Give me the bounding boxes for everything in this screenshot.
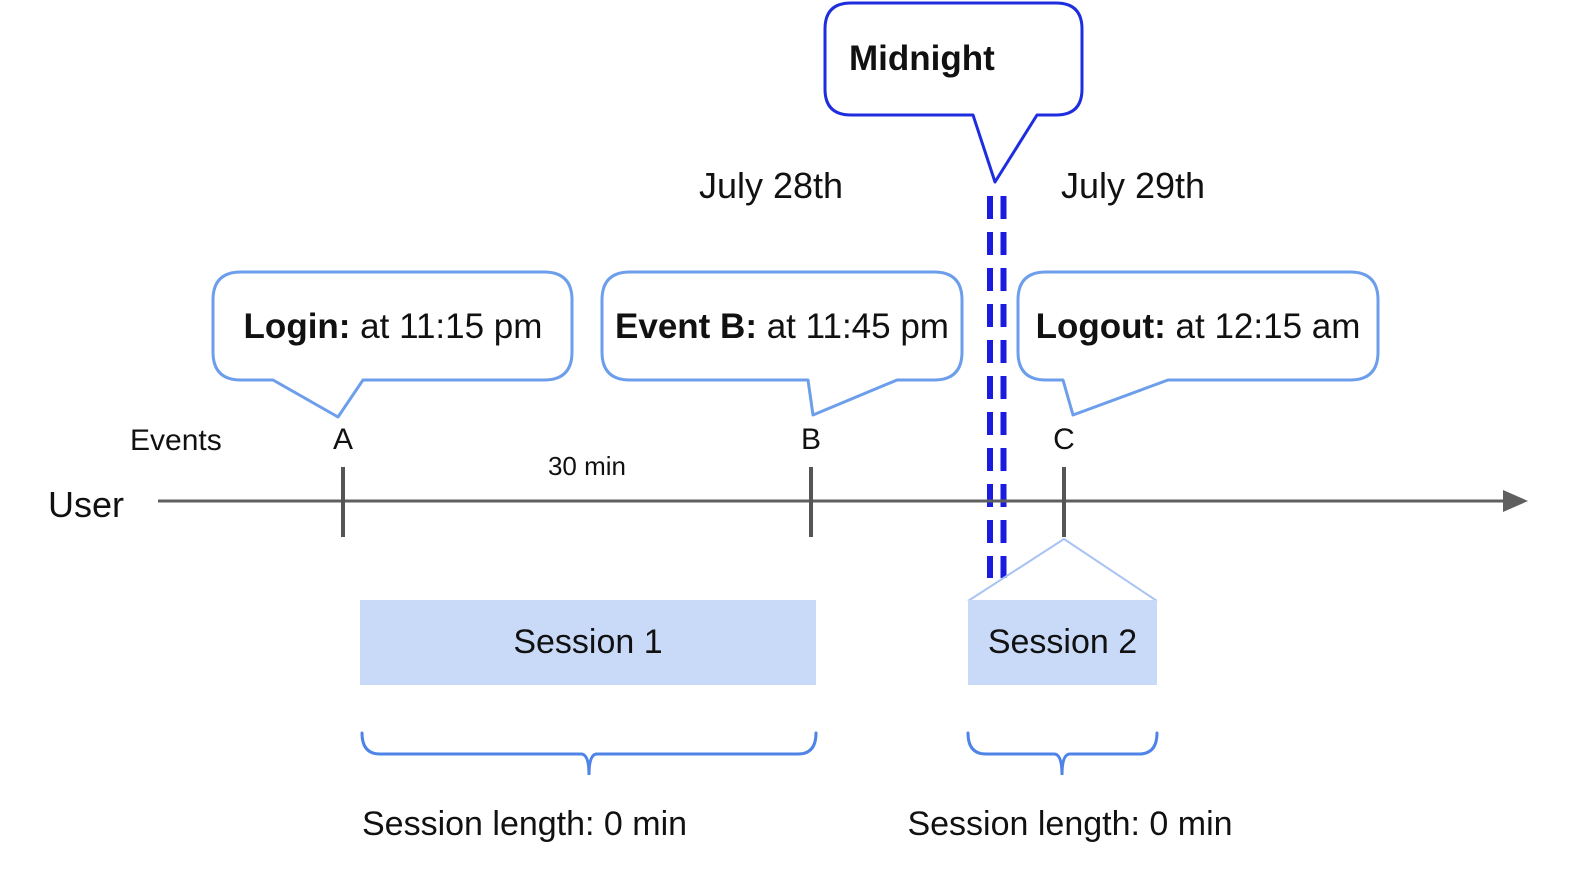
events-axis-label: Events <box>130 424 222 457</box>
session2-zoom-guide-lines <box>967 537 1158 602</box>
event-b-callout-bubble <box>600 270 964 417</box>
date-july-28-label: July 28th <box>698 165 844 206</box>
login-callout-time: at 11:15 pm <box>350 307 543 346</box>
session2-brace <box>966 731 1159 776</box>
login-callout-title: Login: <box>243 307 351 346</box>
interval-30min-label: 30 min <box>547 451 627 481</box>
timeline-arrowhead-icon <box>1503 490 1528 512</box>
event-mark-c-label: C <box>1053 423 1075 456</box>
session1-brace <box>360 731 818 776</box>
session1-length-label: Session length: 0 min <box>362 805 688 843</box>
session1-box-label: Session 1 <box>513 623 663 661</box>
logout-callout-time: at 12:15 am <box>1165 307 1361 346</box>
event-b-callout-title: Event B: <box>615 307 757 346</box>
logout-callout-bubble <box>1016 270 1380 417</box>
login-callout-bubble <box>211 270 574 419</box>
session2-box: Session 2 <box>968 600 1157 685</box>
midnight-callout-bubble <box>823 1 1084 184</box>
logout-callout-title: Logout: <box>1035 307 1166 346</box>
session2-box-label: Session 2 <box>987 623 1138 661</box>
midnight-dashed-line <box>987 196 1007 578</box>
event-mark-a-label: A <box>332 423 354 456</box>
session2-length-label: Session length: 0 min <box>907 805 1233 843</box>
user-axis-label: User <box>48 484 125 525</box>
login-callout-text: Login: at 11:15 pm <box>243 307 543 347</box>
logout-callout-text: Logout: at 12:15 am <box>1035 307 1361 347</box>
midnight-callout-label: Midnight <box>849 39 995 78</box>
session1-box: Session 1 <box>360 600 816 685</box>
event-b-callout-time: at 11:45 pm <box>756 307 949 346</box>
date-july-29-label: July 29th <box>1060 165 1206 206</box>
event-mark-b-label: B <box>800 423 822 456</box>
event-b-callout-text: Event B: at 11:45 pm <box>615 307 949 347</box>
